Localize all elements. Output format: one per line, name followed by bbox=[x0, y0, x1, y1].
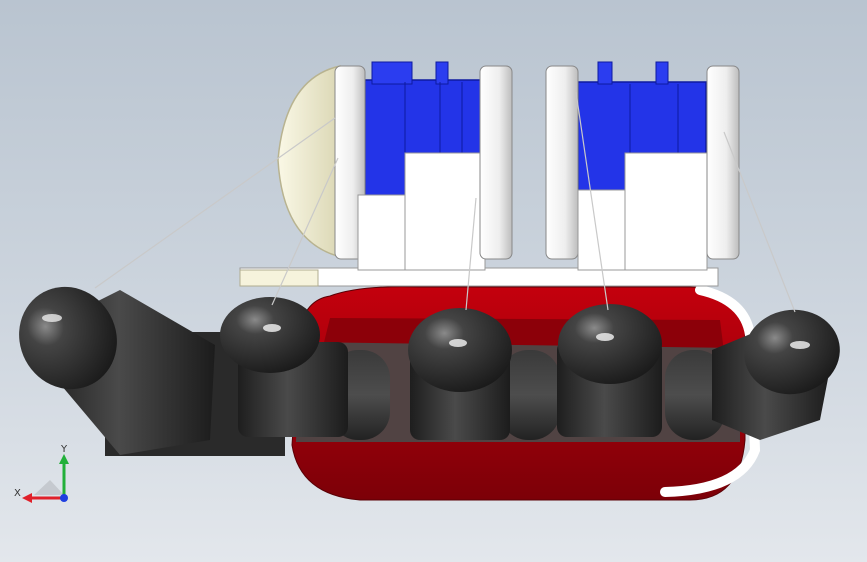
wheel-4[interactable] bbox=[557, 304, 662, 437]
reference-triad-icon: Y X bbox=[14, 444, 69, 503]
triad-x-label: X bbox=[14, 488, 21, 499]
bracket-right bbox=[706, 65, 740, 260]
servo-module-left[interactable] bbox=[334, 61, 513, 271]
servo-module-right[interactable] bbox=[545, 61, 740, 271]
bracket-right bbox=[479, 65, 513, 260]
triad-y-label: Y bbox=[60, 444, 68, 455]
base-plate-tab[interactable] bbox=[239, 269, 319, 287]
wheel-3[interactable] bbox=[408, 308, 512, 440]
suspension-wires bbox=[94, 91, 796, 313]
track-white-cable bbox=[660, 285, 761, 497]
wheel-1[interactable] bbox=[1, 270, 215, 455]
front-dome[interactable] bbox=[277, 65, 346, 259]
wheel-2[interactable] bbox=[220, 297, 348, 437]
bracket-left bbox=[545, 65, 579, 260]
wheel-5[interactable] bbox=[712, 302, 847, 440]
